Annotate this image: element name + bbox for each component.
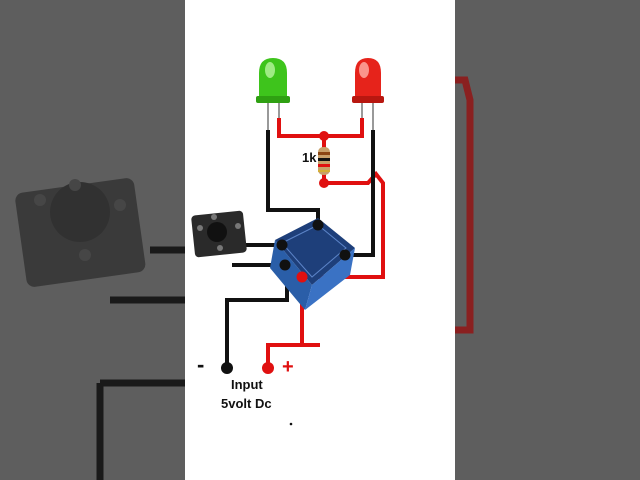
background-left <box>0 0 185 480</box>
voltage-label: 5volt Dc <box>221 396 272 411</box>
negative-terminal[interactable] <box>221 362 233 374</box>
negative-label: - <box>197 352 205 377</box>
positive-terminal[interactable] <box>262 362 274 374</box>
relay-icon <box>270 218 355 310</box>
resistor-label: 1k <box>302 150 317 165</box>
junction-dots <box>276 131 351 283</box>
positive-label: + <box>282 356 294 378</box>
stray-dot <box>289 422 293 426</box>
green-led-icon <box>256 58 290 130</box>
push-button-icon[interactable] <box>191 210 247 258</box>
input-label: Input <box>231 377 263 392</box>
red-led-icon <box>352 58 384 130</box>
background-right <box>455 0 640 480</box>
resistor-icon <box>318 147 330 175</box>
background-push-button-icon <box>15 178 146 287</box>
